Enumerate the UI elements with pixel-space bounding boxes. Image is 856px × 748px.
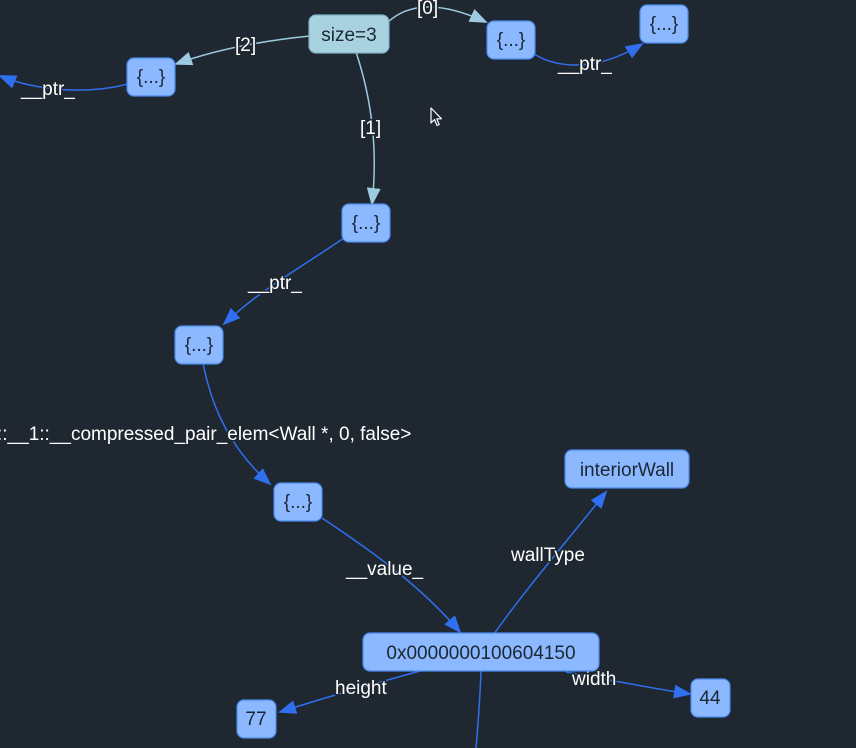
edge-label-width: width <box>571 669 616 690</box>
edge-height <box>278 670 421 714</box>
graph-node-elem0[interactable]: {...} <box>486 20 536 60</box>
node-label: {...} <box>650 14 679 35</box>
graph-node-elem0-ptr-target[interactable]: {...} <box>639 4 689 44</box>
edges <box>0 6 692 748</box>
edge-compressed-pair <box>202 362 272 486</box>
edge-width <box>565 671 692 699</box>
edge-labels: [0] [2] [1] __ptr_ __ptr_ __ptr_ ::__1::… <box>0 0 618 701</box>
edge-label-index2: [2] <box>235 35 256 56</box>
edge-elem2-ptr <box>0 75 129 91</box>
node-label: 0x0000000100604150 <box>386 643 575 664</box>
edge-index2 <box>174 35 311 66</box>
edge-value <box>321 517 462 634</box>
graph-node-elem1[interactable]: {...} <box>341 203 391 243</box>
edge-label-elem1-ptr: __ptr_ <box>247 273 302 294</box>
edge-label-value: __value_ <box>345 559 424 580</box>
node-label: 77 <box>245 709 266 730</box>
graph-node-elem2[interactable]: {...} <box>126 57 176 97</box>
graph-node-compressed-pair[interactable]: {...} <box>273 482 323 522</box>
edge-label-index1: [1] <box>360 118 381 139</box>
edge-elem0-ptr <box>533 42 644 66</box>
graph-node-height-value[interactable]: 77 <box>236 699 277 739</box>
node-label: {...} <box>284 492 313 513</box>
node-label: {...} <box>352 213 381 234</box>
edge-elem1-ptr <box>222 237 345 326</box>
edge-label-elem0-ptr: __ptr_ <box>557 54 612 75</box>
node-label: {...} <box>185 335 214 356</box>
graph-node-width-value[interactable]: 44 <box>690 678 731 718</box>
node-label: {...} <box>497 30 526 51</box>
edge-index0 <box>387 6 488 23</box>
graph-node-root[interactable]: size=3 <box>308 14 390 54</box>
edge-wall-down <box>475 669 482 748</box>
node-label: {...} <box>137 67 166 88</box>
edge-label-wall-type: wallType <box>510 545 585 566</box>
edge-index1 <box>355 51 381 206</box>
edge-label-compressed-pair: ::__1::__compressed_pair_elem<Wall *, 0,… <box>0 424 411 445</box>
node-label: size=3 <box>321 25 376 46</box>
mouse-cursor-icon <box>430 107 443 127</box>
graph-node-wall-type[interactable]: interiorWall <box>564 449 690 489</box>
graph-node-wall[interactable]: 0x0000000100604150 <box>362 632 600 672</box>
node-label: interiorWall <box>580 460 674 481</box>
node-label: 44 <box>699 688 721 709</box>
edge-label-index0: [0] <box>417 0 438 19</box>
edge-wall-type <box>493 490 608 635</box>
graph-node-elem1-ptr[interactable]: {...} <box>174 325 224 365</box>
edge-label-elem2-ptr: __ptr_ <box>20 79 75 100</box>
edge-label-height: height <box>335 678 387 699</box>
